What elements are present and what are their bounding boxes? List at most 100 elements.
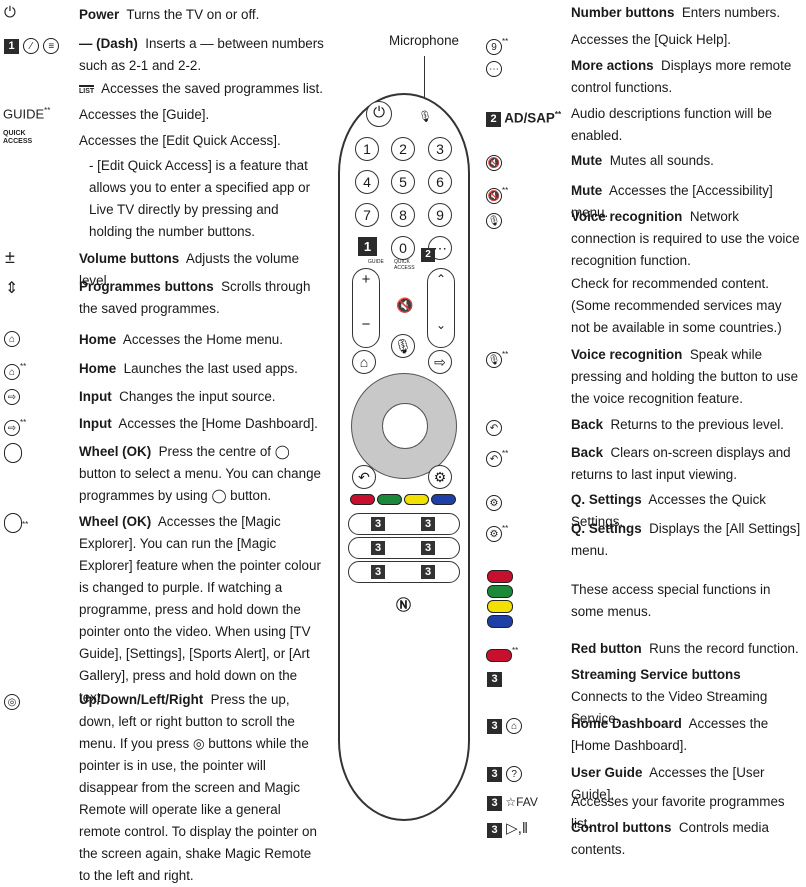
settings-icon: ⚙ xyxy=(486,493,502,511)
row-text: Accesses the [Edit Quick Access]. xyxy=(79,133,281,148)
row-back: Back Returns to the previous level. xyxy=(571,414,803,436)
remote-yellow-button xyxy=(404,494,429,505)
volume-plus-minus-icon: ± xyxy=(5,247,15,267)
dash-icons: 1 ⁄ ≡ xyxy=(4,36,60,54)
row-text: Returns to the previous level. xyxy=(610,417,784,432)
row-color-buttons: These access special functions in some m… xyxy=(571,579,803,623)
row-back-hold: Back Clears on-screen displays and retur… xyxy=(571,442,803,486)
remote-power-button: ⏻ xyxy=(366,101,392,127)
row-text: Inserts a — between numbers such as 2-1 … xyxy=(79,36,324,73)
row-fav: Accesses your favorite programmes list. xyxy=(571,791,803,835)
row-text: Launches the last used apps. xyxy=(123,361,298,376)
row-text: Adjusts the volume level. xyxy=(79,251,300,288)
row-text: - [Edit Quick Access] is a feature that … xyxy=(89,158,311,239)
remote-key: 8 xyxy=(391,203,415,227)
remote-green-button xyxy=(377,494,402,505)
row-title: Power xyxy=(79,7,120,22)
badge-3-text: 3 xyxy=(487,823,502,838)
mute-icon: 🔇 xyxy=(486,153,502,171)
row-text: Accesses the [User Guide]. xyxy=(571,765,765,802)
ad-sap-text: AD/SAP xyxy=(504,110,555,126)
row-programmes: Programmes buttons Scrolls through the s… xyxy=(79,276,324,320)
remote-quick-text: QUICK ACCESS xyxy=(394,259,415,271)
row-text: Press the up, down, left or right button… xyxy=(79,692,317,883)
settings-hold-icon: ⚙** xyxy=(486,520,508,542)
remote-volume-rocker: + − xyxy=(352,268,380,348)
row-title: Wheel (OK) xyxy=(79,514,152,529)
home-dashboard-icon: 3 ⌂ xyxy=(487,716,523,734)
list-icon: LIST xyxy=(79,85,95,95)
badge-2-icon: 2 xyxy=(486,112,501,128)
remote-badge-3: 3 xyxy=(371,565,385,579)
row-title: Back xyxy=(571,445,604,460)
nine-key-icon: 9 xyxy=(486,39,502,55)
row-streaming: Streaming Service buttons Connects to th… xyxy=(571,664,803,730)
row-title: More actions xyxy=(571,58,654,73)
row-text: Accesses the Quick Settings. xyxy=(571,492,766,529)
row-title: User Guide xyxy=(571,765,643,780)
row-user-guide: User Guide Accesses the [User Guide]. xyxy=(571,762,803,806)
remote-wheel-ok xyxy=(382,403,428,449)
row-text: Accesses the [Quick Help]. xyxy=(571,32,732,47)
row-text: Connects to the Video Streaming Service. xyxy=(571,689,768,726)
fav-text: FAV xyxy=(516,795,538,809)
row-guide: Accesses the [Guide]. xyxy=(79,104,324,126)
row-text: These access special functions in some m… xyxy=(571,582,771,619)
row-wheel: Wheel (OK) Press the centre of ◯ button … xyxy=(79,441,324,507)
row-title: Volume buttons xyxy=(79,251,180,266)
row-mute-hold: Mute Accesses the [Accessibility] menu. xyxy=(571,180,803,224)
remote-streaming-row: 3 3 xyxy=(348,537,460,559)
remote-badge-3: 3 xyxy=(371,541,385,555)
row-text: Accesses the [Home Dashboard]. xyxy=(571,716,769,753)
row-title: — (Dash) xyxy=(79,36,138,51)
remote-settings-button: ⚙ xyxy=(428,465,452,489)
row-voice-note: Check for recommended content. (Some rec… xyxy=(571,273,803,339)
remote-badge-3: 3 xyxy=(371,517,385,531)
green-pill-icon xyxy=(487,585,513,598)
ad-sap-icon: 2 AD/SAP** xyxy=(486,106,561,128)
row-home-hold: Home Launches the last used apps. xyxy=(79,358,324,380)
remote-programme-rocker: ⌃ ⌄ xyxy=(427,268,455,348)
row-title: Streaming Service buttons xyxy=(571,667,741,682)
row-title: Number buttons xyxy=(571,5,675,20)
badge-3-text: 3 xyxy=(487,672,502,687)
remote-badge-3: 3 xyxy=(421,517,435,531)
row-voice-hold: Voice recognition Speak while pressing a… xyxy=(571,344,803,410)
quick-access-icon-text: QUICK ACCESS xyxy=(3,130,33,145)
remote-guide-text: GUIDE xyxy=(368,259,384,265)
row-text: Controls media contents. xyxy=(571,820,769,857)
row-text: Accesses the [Accessibility] menu. xyxy=(571,183,773,220)
remote-voice-button: 🎙 xyxy=(391,334,415,358)
row-red-button: Red button Runs the record function. xyxy=(571,638,803,660)
row-title: Mute xyxy=(571,183,603,198)
row-text: Enters numbers. xyxy=(681,5,781,20)
row-quick-access-note: - [Edit Quick Access] is a feature that … xyxy=(89,155,317,243)
row-home: Home Accesses the Home menu. xyxy=(79,329,324,351)
row-mute: Mute Mutes all sounds. xyxy=(571,150,803,172)
power-icon: ⏻ xyxy=(4,4,16,21)
row-text: Audio descriptions function will be enab… xyxy=(571,106,772,143)
input-hold-icon: ⇨** xyxy=(4,414,26,436)
remote-key-zero: 0 xyxy=(391,236,415,260)
list-round-icon: ≡ xyxy=(43,38,60,54)
row-nine: Accesses the [Quick Help]. xyxy=(571,29,803,51)
remote-key: 6 xyxy=(428,170,452,194)
yellow-pill-icon xyxy=(487,600,513,613)
blue-pill-icon xyxy=(487,615,513,628)
row-text: Accesses the saved programmes list. xyxy=(101,81,323,96)
row-wheel-hold: Wheel (OK) Accesses the [Magic Explorer]… xyxy=(79,511,324,709)
row-title: Input xyxy=(79,416,112,431)
row-text: Accesses your favorite programmes list. xyxy=(571,794,785,831)
row-voice: Voice recognition Network connection is … xyxy=(571,206,803,272)
remote-badge-3: 3 xyxy=(421,541,435,555)
row-title: Voice recognition xyxy=(571,347,683,362)
row-list: LIST Accesses the saved programmes list. xyxy=(79,78,324,103)
badge-3-text: 3 xyxy=(487,719,502,734)
row-text: Press the centre of ◯ button to select a… xyxy=(79,444,321,503)
badge-3-text: 3 xyxy=(487,767,502,782)
play-pause-icon: 3 ▷,‖ xyxy=(487,820,528,838)
row-title: Home Dashboard xyxy=(571,716,682,731)
row-text: Displays the [All Settings] menu. xyxy=(571,521,801,558)
row-power: Power Turns the TV on or off. xyxy=(79,4,324,26)
remote-red-button xyxy=(350,494,375,505)
